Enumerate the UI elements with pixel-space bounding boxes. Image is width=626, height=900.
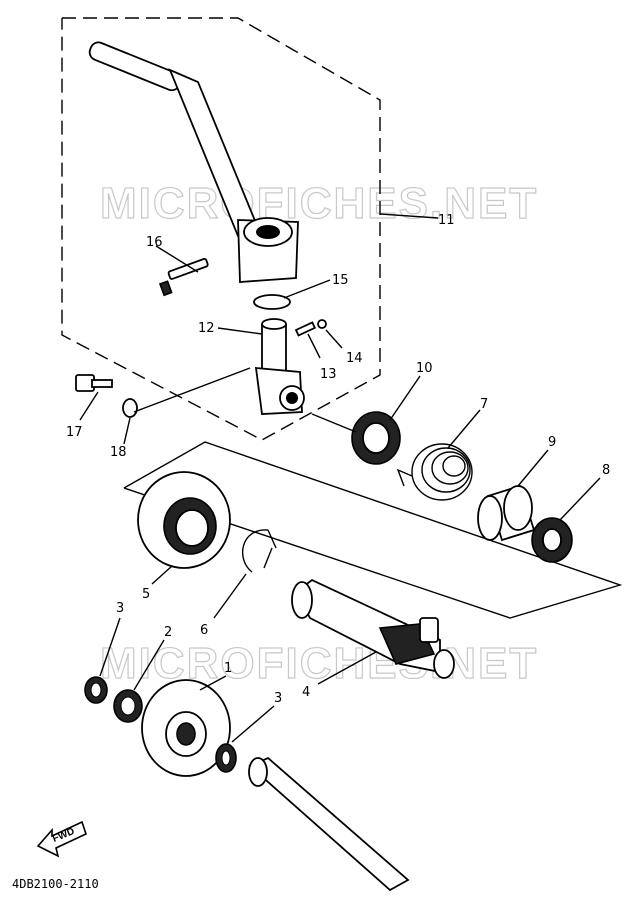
bolt-16 (158, 257, 209, 297)
callout-9: 9 (548, 435, 556, 450)
callout-2: 2 (164, 625, 172, 640)
fwd-arrow-icon: FWD (36, 820, 87, 858)
callout-8: 8 (602, 463, 610, 478)
kick-lever (88, 41, 299, 283)
group-boundary (123, 441, 623, 619)
kick-axle-4 (291, 578, 455, 679)
idle-gear-1 (141, 679, 231, 777)
oil-seal-10 (351, 411, 401, 465)
callout-15: 15 (332, 273, 349, 288)
clip-6 (242, 529, 277, 573)
washer-8 (531, 517, 573, 563)
spring-7 (396, 443, 473, 501)
callout-1: 1 (224, 661, 232, 676)
callout-3a: 3 (116, 601, 124, 616)
o-ring-15 (253, 294, 291, 310)
collar-9 (477, 484, 536, 542)
ratchet-gear-5 (137, 471, 231, 569)
bolt-17 (75, 374, 113, 392)
callout-10: 10 (416, 361, 433, 376)
bolt-13 (294, 321, 317, 337)
callout-7: 7 (480, 397, 488, 412)
callout-11: 11 (438, 213, 455, 228)
shaft (248, 756, 410, 892)
callout-14: 14 (346, 351, 363, 366)
kick-shaft-12 (254, 318, 305, 415)
callout-6: 6 (200, 623, 208, 638)
watermark-top: MICROFICHES.NET (100, 179, 538, 228)
callout-17: 17 (66, 425, 83, 440)
callout-4: 4 (302, 685, 310, 700)
leader-lines (79, 213, 601, 743)
diagram-code: 4DB2100-2110 (12, 877, 99, 891)
washer-18 (122, 398, 138, 418)
watermark-bottom: MICROFICHES.NET (100, 639, 538, 688)
ball-14 (317, 319, 327, 329)
callout-13: 13 (320, 367, 337, 382)
callout-5: 5 (142, 587, 150, 602)
callout-3b: 3 (274, 691, 282, 706)
callout-16: 16 (146, 235, 163, 250)
callout-12: 12 (198, 321, 215, 336)
assembly-boundary (61, 17, 381, 441)
callout-18: 18 (110, 445, 127, 460)
